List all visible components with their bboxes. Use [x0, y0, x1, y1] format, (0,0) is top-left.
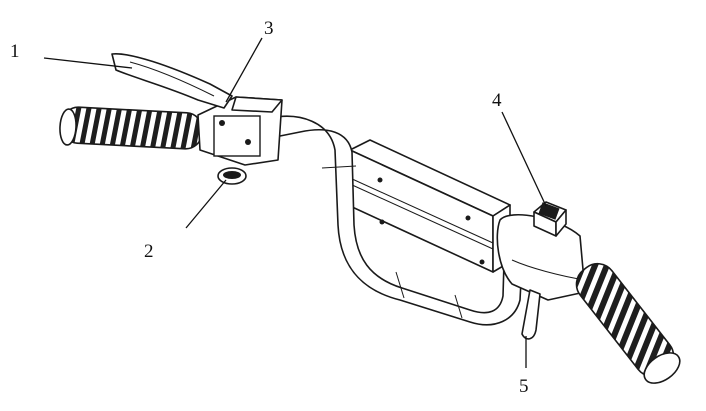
leader-line-4 — [501, 111, 547, 207]
callout-label-4: 4 — [492, 90, 502, 111]
left-control-assembly — [111, 53, 283, 185]
right-control-assembly — [496, 201, 586, 340]
center-crossbar-box — [349, 139, 511, 273]
bolt — [479, 259, 485, 265]
callout-label-5: 5 — [519, 376, 529, 397]
callout-label-3: 3 — [264, 18, 274, 39]
left-grip — [59, 106, 203, 150]
leader-lines — [43, 37, 547, 368]
control-button — [533, 201, 567, 237]
leader-line-3 — [225, 37, 263, 103]
callout-label-2: 2 — [144, 241, 154, 262]
leader-line-1 — [43, 57, 133, 69]
throttle-lever — [521, 289, 541, 340]
bolt — [465, 215, 471, 221]
callout-label-1: 1 — [10, 41, 20, 62]
callout-labels: 1 2 3 4 5 — [10, 18, 529, 397]
leader-line-2 — [185, 179, 227, 229]
brake-lever — [111, 53, 233, 109]
bolt — [379, 219, 385, 225]
right-grip — [575, 262, 681, 384]
bolt — [377, 177, 383, 183]
